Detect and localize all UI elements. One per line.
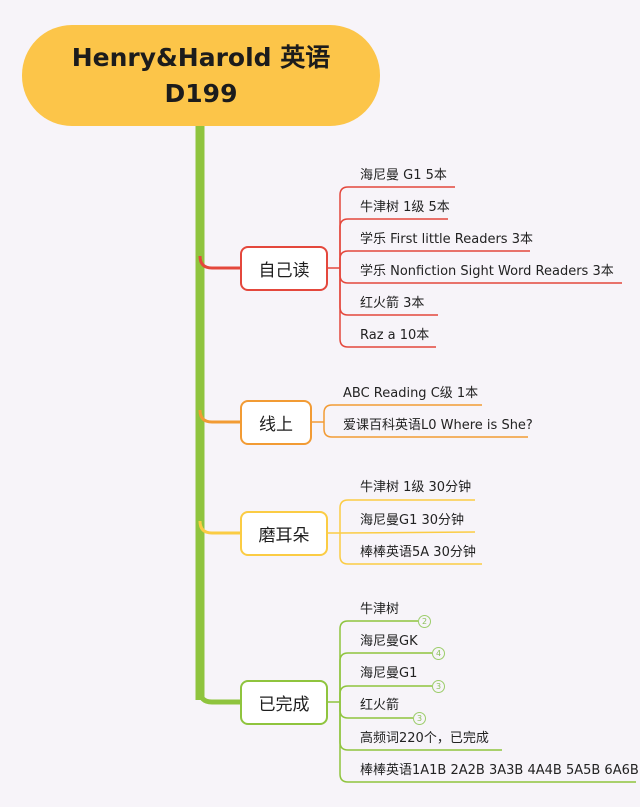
- leaf-item[interactable]: 高频词220个，已完成: [360, 731, 489, 746]
- branch-label: 磨耳朵: [258, 526, 310, 546]
- branch-connector: [197, 689, 240, 705]
- branch-listening[interactable]: 磨耳朵: [240, 511, 328, 556]
- root-topic[interactable]: Henry&Harold 英语 D199: [22, 25, 380, 126]
- leaf-item[interactable]: 海尼曼GK: [360, 634, 418, 649]
- count-badge: 4: [432, 647, 445, 660]
- leaf-item[interactable]: 棒棒英语1A1B 2A2B 3A3B 4A4B 5A5B 6A6B: [360, 763, 639, 778]
- branch-online[interactable]: 线上: [240, 400, 312, 445]
- leaf-item[interactable]: 红火箭 3本: [360, 296, 425, 311]
- branch-completed[interactable]: 已完成: [240, 680, 328, 725]
- leaf-item[interactable]: 海尼曼 G1 5本: [360, 168, 447, 183]
- root-title-line1: Henry&Harold 英语: [71, 42, 331, 72]
- leaf-item[interactable]: 牛津树 1级 30分钟: [360, 480, 472, 495]
- branch-label: 已完成: [258, 695, 310, 715]
- leaf-item[interactable]: ABC Reading C级 1本: [343, 386, 479, 401]
- leaf-item[interactable]: 海尼曼G1: [360, 666, 418, 681]
- branch-connector: [198, 255, 240, 270]
- count-badge: 3: [432, 680, 445, 693]
- count-badge: 3: [413, 712, 426, 725]
- leaf-connector: [339, 531, 476, 534]
- leaf-item[interactable]: 牛津树: [360, 602, 400, 617]
- leaf-item[interactable]: 学乐 Nonfiction Sight Word Readers 3本: [360, 264, 614, 279]
- branch-connector: [198, 520, 240, 535]
- leaf-connector: [339, 652, 432, 702]
- leaf-item[interactable]: Raz a 10本: [360, 328, 430, 343]
- leaf-connector: [339, 186, 455, 268]
- leaf-connector: [339, 250, 530, 268]
- leaf-connector: [339, 533, 482, 565]
- leaf-item[interactable]: 海尼曼G1 30分钟: [360, 513, 465, 528]
- leaf-item[interactable]: 牛津树 1级 5本: [360, 200, 450, 215]
- branch-self-reading[interactable]: 自己读: [240, 246, 328, 291]
- leaf-connector: [339, 499, 475, 533]
- branch-label: 线上: [259, 415, 293, 435]
- branch-label: 自己读: [258, 261, 310, 281]
- count-badge: 2: [418, 615, 431, 628]
- leaf-connector: [323, 404, 482, 422]
- leaf-connector: [339, 702, 636, 783]
- leaf-item[interactable]: 棒棒英语5A 30分钟: [360, 545, 476, 560]
- leaf-item[interactable]: 红火箭: [360, 698, 400, 713]
- leaf-connector: [323, 422, 528, 438]
- leaf-connector: [339, 268, 436, 348]
- leaf-connector: [339, 218, 448, 268]
- leaf-item[interactable]: 学乐 First little Readers 3本: [360, 232, 533, 247]
- leaf-connector: [339, 620, 418, 702]
- root-title-line2: D199: [164, 78, 238, 108]
- branch-connector: [198, 409, 240, 424]
- leaf-item[interactable]: 爱课百科英语L0 Where is She?: [343, 418, 533, 433]
- leaf-connector: [339, 685, 432, 702]
